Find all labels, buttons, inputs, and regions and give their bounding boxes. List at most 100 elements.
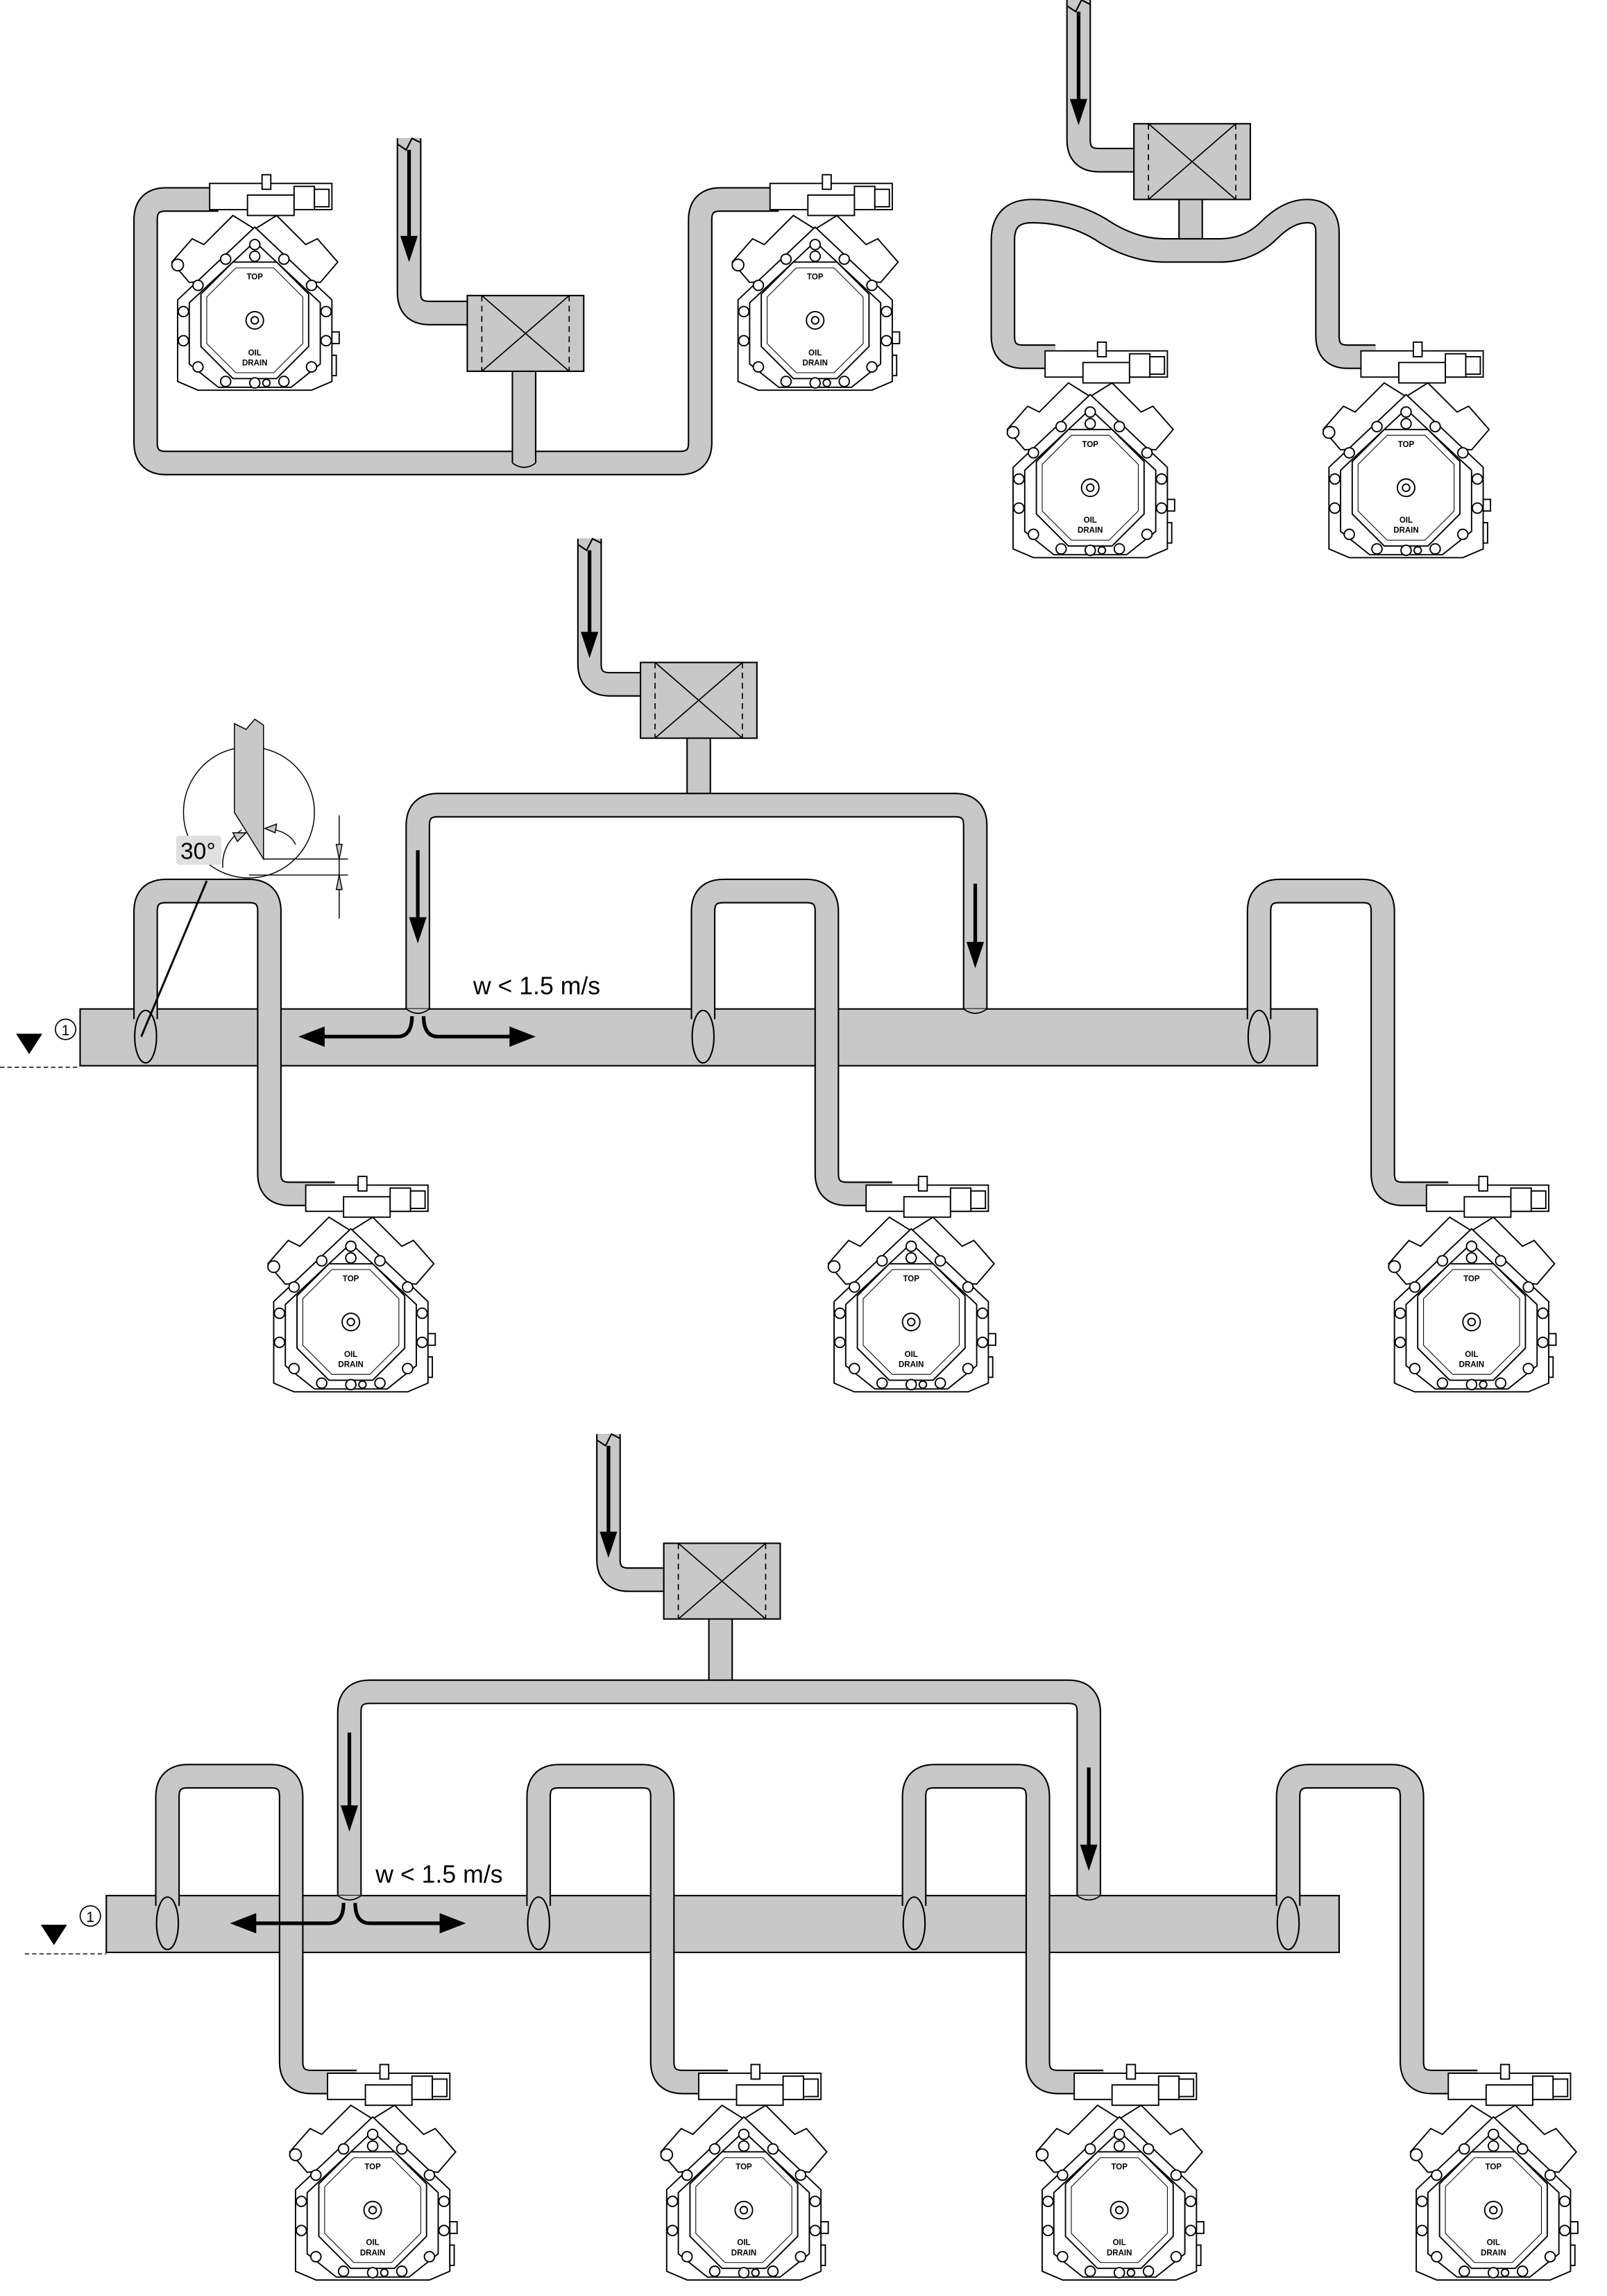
velocity-label: w < 1.5 m/s [375,1860,502,1888]
compressor-drain-label: DRAIN [1481,2249,1506,2257]
pipe-joint [963,1008,987,1014]
compressor-icon: TOP OIL DRAIN [660,2063,829,2281]
compressor-drawing [267,1175,436,1393]
level-triangle-icon [40,1925,67,1945]
filter-drier-icon [640,661,758,739]
compressor-oil-label: OIL [1487,2239,1500,2247]
compressor-drawing [1035,2063,1205,2281]
suction-loop-pipe [133,187,779,475]
compressor-icon: TOP OIL DRAIN [827,1175,996,1393]
compressor-oil-label: OIL [905,1351,918,1359]
loop-pipe-layer [133,878,1478,2095]
inlet-pipe [596,1434,670,1592]
compressor-drawing [827,1175,996,1393]
pipe-inlet-mark [691,1009,715,1064]
compressor-top-label: TOP [1486,2163,1502,2172]
compressor-top-label: TOP [903,1275,919,1283]
flow-arrow-icon [1069,11,1088,126]
pipe-inlet-mark [1247,1009,1271,1064]
compressor-drawing [1322,341,1492,559]
compressor-drawing [1006,341,1175,559]
velocity-label: w < 1.5 m/s [473,972,600,1000]
flow-split-arrow-icon [298,1016,536,1047]
compressor-suction-loop [155,1764,357,2095]
compressor-drawing [1409,2063,1579,2281]
flow-split-arrow-icon [230,1902,466,1934]
compressor-suction-loop [1246,878,1449,1206]
compressor-drain-label: DRAIN [731,2249,756,2257]
pipe-break-mark [397,137,421,151]
compressor-top-label: TOP [736,2163,752,2172]
flow-arrow-icon [1080,1767,1098,1871]
compressor-icon: TOP OIL DRAIN [171,174,340,391]
angle-label-bg [176,836,221,866]
pipe-joint [1076,1895,1101,1901]
compressor-drawing [289,2063,458,2281]
compressor-oil-label: OIL [366,2239,379,2247]
compressor-drain-label: DRAIN [242,360,267,368]
compressor-oil-label: OIL [1113,2239,1126,2247]
compressor-top-label: TOP [807,273,824,282]
level-marker-number: 1 [62,1022,70,1038]
compressor-oil-label: OIL [808,349,822,357]
pipe-break-mark [1066,0,1091,13]
compressor-drawing [660,2063,829,2281]
compressor-top-label: TOP [1082,441,1099,449]
compressor-suction-loop [526,1764,728,2095]
compressor-icon: TOP OIL DRAIN [1322,341,1492,559]
detail-view-pipe-cut [140,718,348,1038]
angle-label: 30° [180,839,216,865]
compressor-icon: TOP OIL DRAIN [1035,2063,1205,2281]
compressor-oil-label: OIL [1400,516,1413,525]
compressor-drain-label: DRAIN [1459,1361,1484,1369]
inlet-pipe [396,138,473,326]
compressor-drain-label: DRAIN [338,1361,363,1369]
pipe-layer [133,0,1376,1903]
pipe-inlet-mark [1276,1896,1300,1950]
flow-arrows [230,0,1098,1934]
inlet-pipe [1066,0,1143,173]
distribution-header-pipe [337,1679,1101,1903]
compressor-drain-label: DRAIN [1078,527,1103,535]
pipe-inlet-mark [902,1896,926,1950]
compressor-drain-label: DRAIN [899,1361,924,1369]
pipe-break-mark [596,1433,621,1447]
flow-arrow-icon [340,1732,359,1832]
level-triangle-icon [16,1033,42,1054]
filter-drier-icon [663,1542,781,1620]
compressor-drain-label: DRAIN [360,2249,385,2257]
level-marker: 1 [24,1905,107,1955]
flow-arrow-icon [966,884,985,968]
pipe-break-mark [577,537,602,552]
pipe-inlet-mark [527,1896,551,1950]
compressor-drain-label: DRAIN [1393,527,1418,535]
compressor-top-label: TOP [1463,1275,1480,1283]
inlet-pipe [577,539,648,697]
pipe-inlet-mark [134,1009,158,1064]
compressor-top-label: TOP [246,273,263,282]
compressor-oil-label: OIL [344,1351,357,1359]
compressor-top-label: TOP [364,2163,381,2172]
compressor-suction-loop [901,1764,1104,2095]
compressor-drain-label: DRAIN [1107,2249,1132,2257]
compressor-oil-label: OIL [248,349,262,357]
pipe-joint [511,462,536,469]
distribution-header-pipe [405,793,988,1017]
compressor-drain-label: DRAIN [803,360,828,368]
flow-arrow-icon [600,1445,618,1558]
suction-loop-pipe [990,199,1376,369]
flow-arrow-icon [409,850,427,944]
filter-drier-icon [1133,123,1252,201]
compressor-oil-label: OIL [737,2239,750,2247]
pipe-joint [337,1895,362,1901]
compressor-top-label: TOP [1398,441,1415,449]
level-marker-number: 1 [86,1909,94,1925]
level-marker: 1 [0,1018,80,1068]
pipe-inlet-marks [134,462,1300,1950]
compressor-top-label: TOP [1111,2163,1128,2172]
compressor-icon: TOP OIL DRAIN [731,174,901,391]
